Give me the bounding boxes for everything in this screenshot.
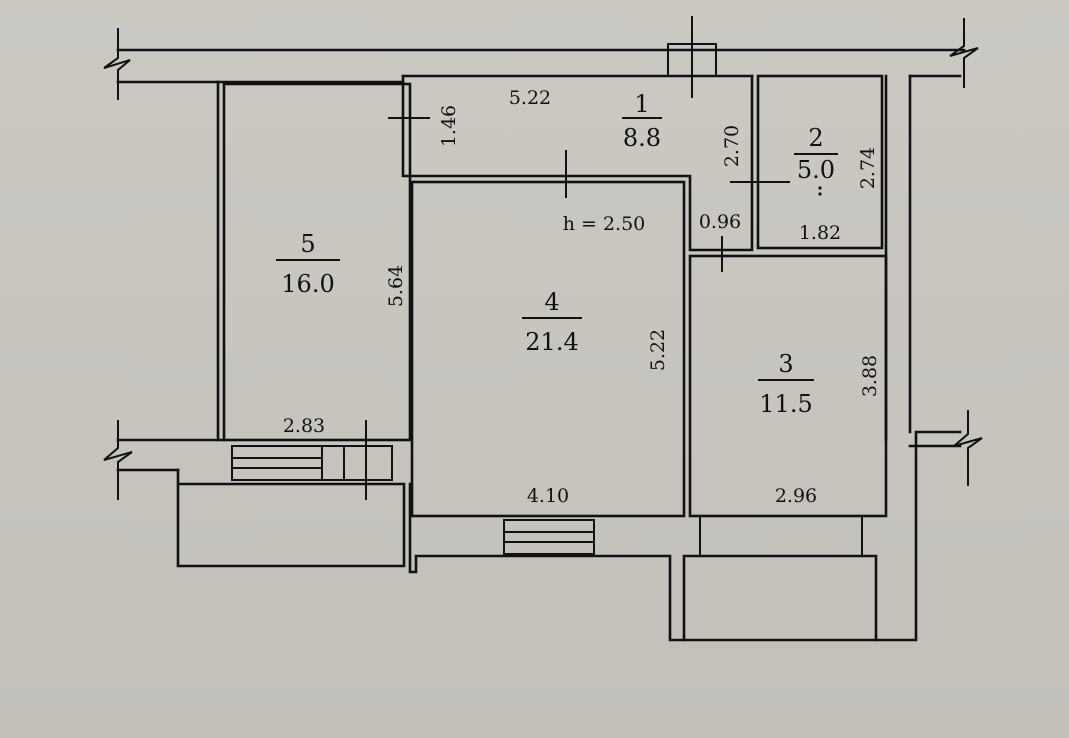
window-room-4 xyxy=(503,519,595,555)
room-2-width-dimension: 1.82 xyxy=(799,222,841,244)
room-4-number: 4 xyxy=(544,288,559,316)
room-2 xyxy=(730,74,884,250)
top-outer-wall xyxy=(103,16,979,442)
room-5-width-dimension: 2.83 xyxy=(283,415,325,437)
room-5-depth-dimension: 5.64 xyxy=(385,265,407,307)
room-5 xyxy=(216,80,430,442)
room-2-number: 2 xyxy=(808,124,823,152)
room-3-label: 3 11.5 xyxy=(758,350,814,418)
room-3-width-dimension: 2.96 xyxy=(775,485,817,507)
room-3-number: 3 xyxy=(778,350,793,378)
window-room-5 xyxy=(231,420,393,500)
room-4-depth-dimension: 5.22 xyxy=(647,329,669,371)
passage-width-dimension: 0.96 xyxy=(699,211,741,233)
room-3 xyxy=(688,236,888,518)
room-5-area: 16.0 xyxy=(281,270,334,298)
room-1 xyxy=(401,74,754,252)
bottom-walls xyxy=(103,410,983,642)
room-2-marks xyxy=(818,186,822,196)
room-1-length-dimension: 5.22 xyxy=(509,87,551,109)
room-2-area: 5.0 xyxy=(797,156,835,184)
room-5-number: 5 xyxy=(300,230,315,258)
room-1-depth-dimension: 2.70 xyxy=(721,125,743,167)
room-1-label: 1 8.8 xyxy=(622,90,662,152)
room-1-number: 1 xyxy=(634,90,649,118)
room-4-area: 21.4 xyxy=(525,328,578,356)
ceiling-height-label: h = 2.50 xyxy=(563,213,646,235)
room-2-label: 2 5.0 xyxy=(794,124,838,184)
room-5-label: 5 16.0 xyxy=(276,230,340,298)
room-4-width-dimension: 4.10 xyxy=(527,485,569,507)
room-2-depth-dimension: 2.74 xyxy=(857,147,879,189)
room-1-width-dimension: 1.46 xyxy=(438,105,460,147)
room-3-area: 11.5 xyxy=(759,390,812,418)
room-4-label: 4 21.4 xyxy=(522,288,582,356)
room-1-area: 8.8 xyxy=(623,124,661,152)
room-4 xyxy=(410,180,686,518)
room-3-depth-dimension: 3.88 xyxy=(859,355,881,397)
